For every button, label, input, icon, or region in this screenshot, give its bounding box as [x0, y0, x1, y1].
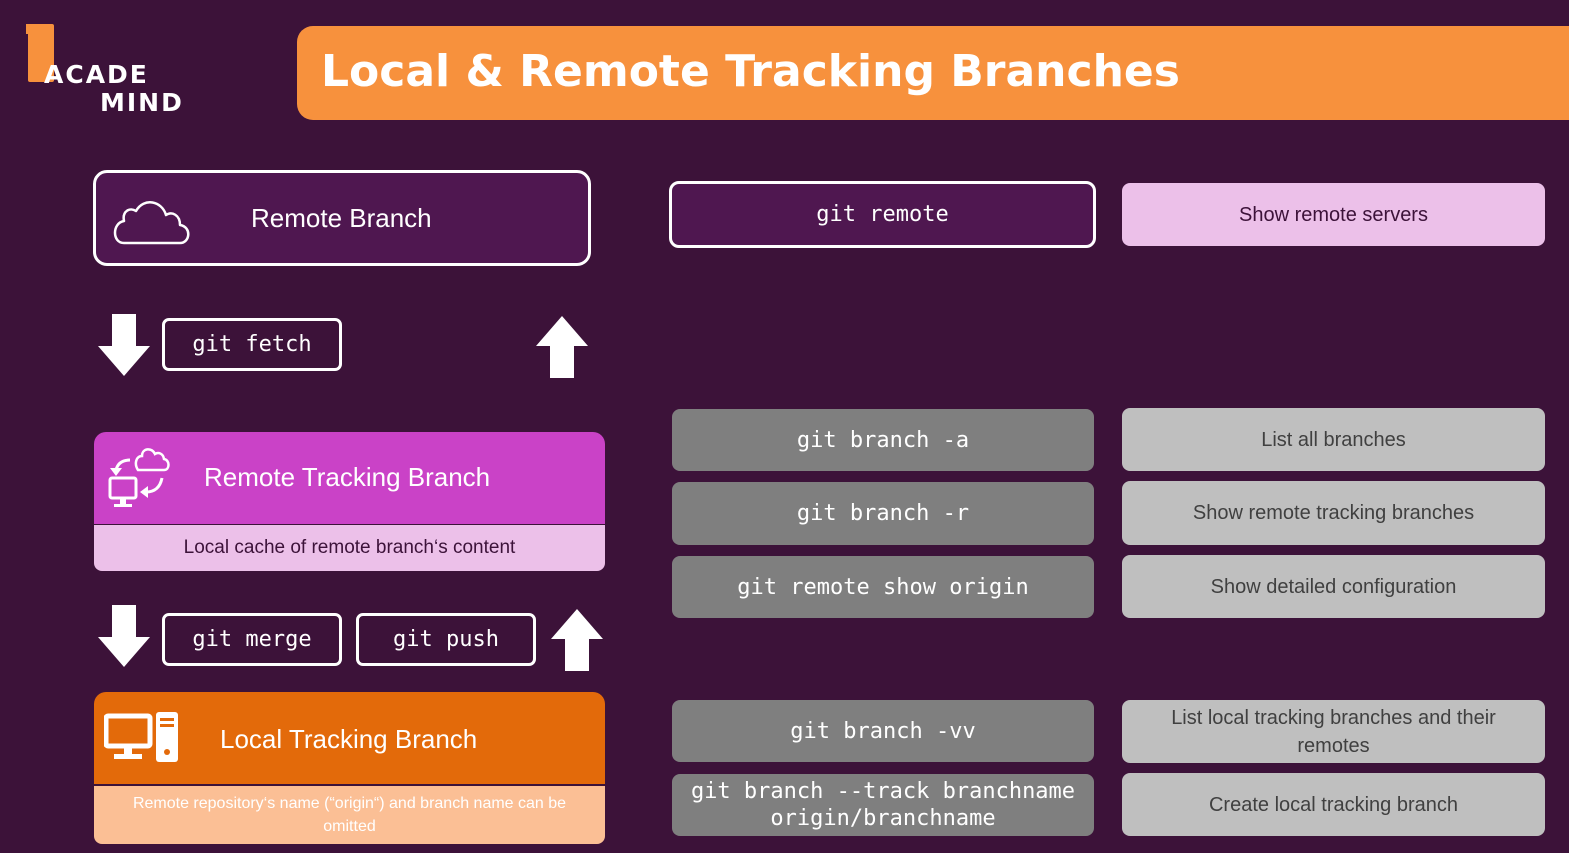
title-banner: Local & Remote Tracking Branches — [297, 26, 1569, 120]
arrow-down-icon — [98, 314, 150, 376]
command-git-remote-show-origin: git remote show origin — [672, 556, 1094, 618]
command-git-remote: git remote — [669, 181, 1096, 248]
description-show-detailed-configuration: Show detailed configuration — [1122, 555, 1545, 618]
command-git-branch-track: git branch --track branchname origin/bra… — [672, 774, 1094, 836]
description-create-local-tracking-branch: Create local tracking branch — [1122, 773, 1545, 836]
local-tracking-branch-box: Local Tracking Branch — [94, 692, 605, 784]
command-git-branch-vv: git branch -vv — [672, 700, 1094, 762]
arrow-down-icon — [98, 605, 150, 667]
computer-icon — [104, 712, 178, 762]
arrow-up-icon — [551, 609, 603, 671]
git-push-command: git push — [356, 613, 536, 666]
description-list-all-branches: List all branches — [1122, 408, 1545, 471]
logo-text-line2: MIND — [100, 88, 184, 117]
description-show-remote-servers: Show remote servers — [1122, 183, 1545, 246]
remote-tracking-branch-caption: Local cache of remote branch‘s content — [94, 525, 605, 571]
remote-tracking-branch-label: Remote Tracking Branch — [204, 462, 491, 492]
command-git-branch-a: git branch -a — [672, 409, 1094, 471]
remote-branch-box: Remote Branch — [93, 170, 591, 266]
local-tracking-branch-caption: Remote repository‘s name (“origin“) and … — [94, 786, 605, 844]
command-git-branch-r: git branch -r — [672, 482, 1094, 545]
git-fetch-command: git fetch — [162, 318, 342, 371]
description-list-local-tracking-branches: List local tracking branches and their r… — [1122, 700, 1545, 763]
sync-icon — [108, 448, 170, 507]
git-merge-command: git merge — [162, 613, 342, 666]
academind-logo: ACADE MIND — [24, 22, 194, 122]
cloud-icon — [113, 201, 190, 245]
local-tracking-branch-label: Local Tracking Branch — [220, 724, 478, 754]
description-show-remote-tracking-branches: Show remote tracking branches — [1122, 481, 1545, 545]
logo-bookmark-icon — [26, 24, 54, 82]
logo-text-line1: ACADE — [44, 60, 149, 89]
remote-branch-label: Remote Branch — [251, 203, 432, 233]
page-title: Local & Remote Tracking Branches — [321, 46, 1180, 97]
remote-tracking-branch-box: Remote Tracking Branch — [94, 432, 605, 524]
arrow-up-icon — [536, 316, 588, 378]
